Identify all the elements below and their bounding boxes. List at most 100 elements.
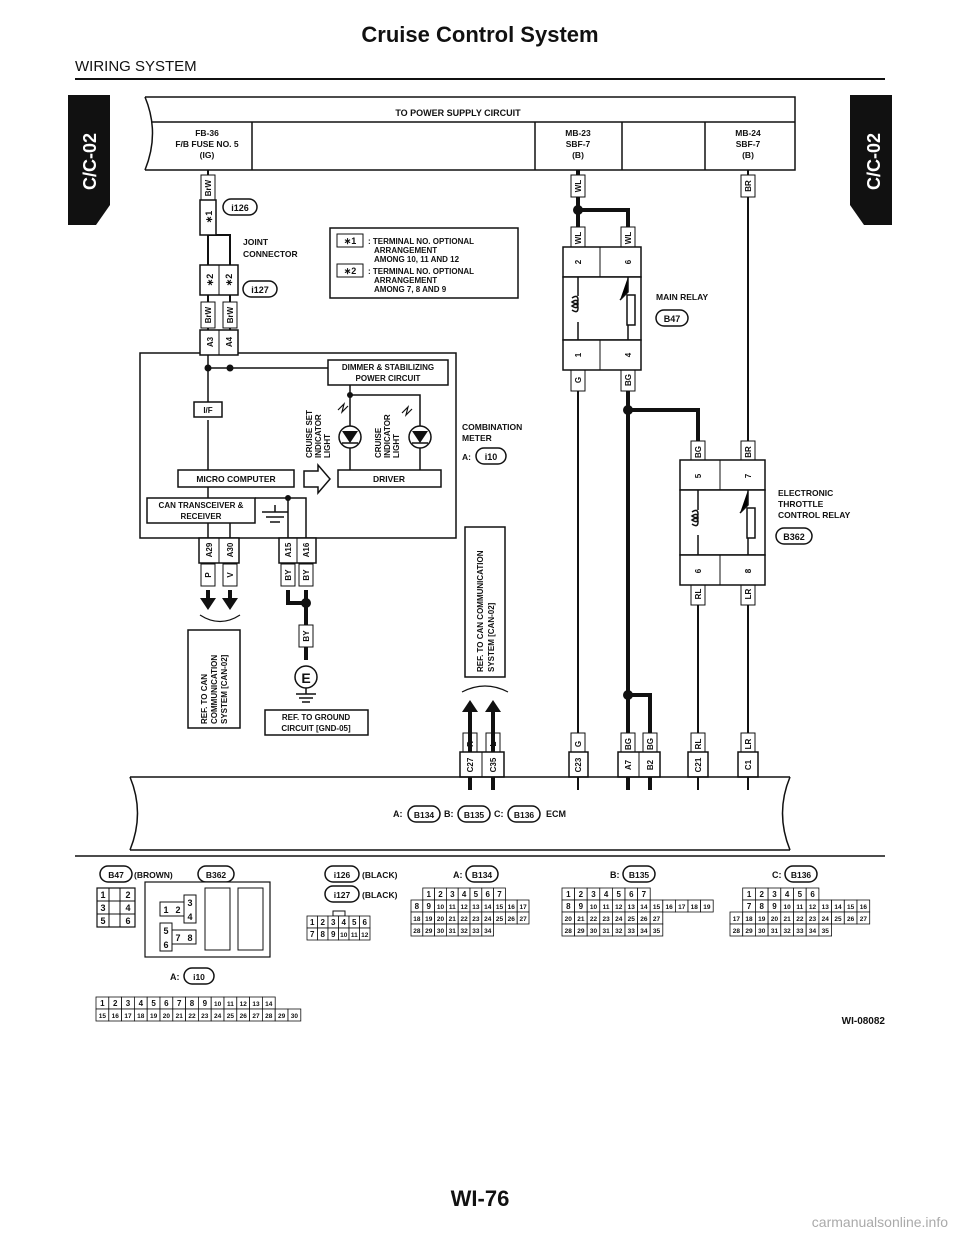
ref-can-right-1: REF. TO CAN COMMUNICATION (476, 550, 485, 672)
pin-cell-label: 23 (201, 1013, 209, 1020)
wire-label-by-ground: BY (302, 630, 311, 642)
power-supply-box (144, 96, 796, 171)
pin-cell-label: 29 (745, 928, 753, 935)
cruise-light-3: LIGHT (392, 434, 401, 458)
pin-cell-label: 18 (413, 916, 421, 923)
pin-cell-label: 19 (425, 916, 433, 923)
etc-relay-conn: B362 (783, 532, 805, 542)
b136-prefix: C: (772, 870, 782, 880)
dimmer-line1: DIMMER & STABILIZING (342, 363, 434, 372)
notes-box: ∗1 : TERMINAL NO. OPTIONAL ARRANGEMENT A… (329, 227, 519, 299)
joint-star1: ∗1 (204, 211, 214, 224)
pin-cell-label: 15 (847, 904, 855, 911)
power-supply-title: TO POWER SUPPLY CIRCUIT (395, 108, 521, 118)
pin-cell-label: 12 (615, 904, 623, 911)
pin-cell-label: 20 (565, 916, 573, 923)
pin-cell-label: 30 (590, 928, 598, 935)
combination-meter: A3 A4 DIMMER & STABILIZING POWER CIRCUIT… (139, 329, 522, 564)
pin-a4: A4 (225, 336, 234, 347)
pin-cell-label: 4 (785, 890, 790, 899)
cruise-light-2: INDICATOR (383, 414, 392, 458)
ecm-b136: B136 (514, 810, 535, 820)
pin-c35: C35 (489, 757, 498, 772)
wire-label-wl-top: WL (574, 180, 583, 193)
pin-cell-label: 5 (352, 918, 357, 927)
can-line2: RECEIVER (181, 512, 222, 521)
pin-cell-label: 8 (760, 902, 765, 911)
joint-i127: i127 (251, 285, 269, 295)
pin-cell-label: 8 (566, 902, 571, 911)
b134-name: B134 (472, 870, 493, 880)
pin-cell-label: 7 (642, 890, 647, 899)
pin-cell-label: 10 (214, 1001, 222, 1008)
pin-cell-label: 26 (240, 1013, 248, 1020)
pin-cell-label: 30 (291, 1013, 299, 1020)
pin-cell-label: 3 (450, 890, 455, 899)
pin-cell-label: 17 (733, 916, 741, 923)
pin-cell-label: 5 (798, 890, 803, 899)
page-title: Cruise Control System (361, 22, 599, 47)
pin-cell-label: 22 (188, 1013, 196, 1020)
pin-cell-label: 11 (796, 904, 803, 911)
pin-cell-label: 6 (810, 890, 815, 899)
pin-cell-label: 10 (437, 904, 445, 911)
diagram-code: WI-08082 (842, 1016, 886, 1027)
pin-cell-label: 16 (665, 904, 673, 911)
joint-connector: ∗1 ∗2 ∗2 i126 i127 JOINT CONNECTOR (199, 198, 298, 298)
pin-c1: C1 (744, 759, 753, 770)
pin-cell-label: 32 (784, 928, 792, 935)
b362-cell-3: 3 (187, 898, 192, 908)
pin-cell-label: 12 (460, 904, 468, 911)
pin-cell-label: 11 (351, 932, 358, 939)
note1-line2: ARRANGEMENT (374, 246, 437, 255)
i126-color: (BLACK) (362, 870, 398, 880)
pin-cell-label: 15 (653, 904, 661, 911)
set-light-3: LIGHT (323, 434, 332, 458)
pin-cell-label: 13 (472, 904, 480, 911)
pin-cell-label: 19 (150, 1013, 158, 1020)
wire-label-v: V (226, 572, 235, 578)
micro-computer: MICRO COMPUTER (196, 474, 275, 484)
b362-connector-diagram: B362 1 2 3 4 5 6 7 8 (144, 865, 271, 958)
b362-cell-2: 2 (175, 905, 180, 915)
joint-label-1: JOINT (243, 237, 269, 247)
wire-label-bg-etc: BG (694, 446, 703, 458)
main-relay-pin6: 6 (624, 259, 633, 264)
etc-relay-pin6: 6 (694, 568, 703, 573)
pin-cell-label: 2 (579, 890, 584, 899)
ecm-body: A: B134 B: B135 C: B136 ECM (129, 776, 791, 851)
arrow-icon (303, 462, 331, 496)
pin-cell-label: 4 (139, 999, 144, 1008)
pin-cell-label: 13 (252, 1001, 260, 1008)
pin-cell-label: 9 (203, 999, 208, 1008)
fuse2-line1: MB-23 (565, 128, 591, 138)
pin-cell-label: 9 (331, 930, 336, 939)
i127-color: (BLACK) (362, 890, 398, 900)
pin-cell (287, 1008, 302, 1022)
pin-c21: C21 (694, 757, 703, 772)
can-arrows-left: REF. TO CAN COMMUNICATION SYSTEM [CAN-02… (187, 590, 241, 729)
i10-name: i10 (193, 972, 205, 982)
can-line1: CAN TRANSCEIVER & (159, 501, 244, 510)
wire-label-wl-1: WL (574, 232, 583, 245)
pin-a16: A16 (302, 542, 311, 557)
wire-label-brw-top: BrW (204, 179, 213, 196)
pin-cell-label: 12 (361, 932, 369, 939)
ref-can-left-2: COMMUNICATION (210, 655, 219, 724)
pin-cell (700, 899, 714, 913)
header-rule (75, 78, 885, 80)
pin-cell-label: 30 (437, 928, 445, 935)
pin-cell-label: 8 (415, 902, 420, 911)
pin-cell-label: 10 (784, 904, 792, 911)
pin-cell-label: 14 (640, 904, 648, 911)
note2-star: ∗2 (344, 266, 357, 276)
can-ref-right: REF. TO CAN COMMUNICATION SYSTEM [CAN-02… (461, 526, 509, 790)
pin-cell-label: 3 (772, 890, 777, 899)
pin-cell-label: 9 (579, 902, 584, 911)
joint-i126: i126 (231, 203, 249, 213)
b47-cell-5: 5 (100, 916, 105, 926)
pin-cell-label: 11 (227, 1001, 234, 1008)
b47-cell-1: 1 (100, 890, 105, 900)
note1-line1: : TERMINAL NO. OPTIONAL (368, 237, 474, 246)
